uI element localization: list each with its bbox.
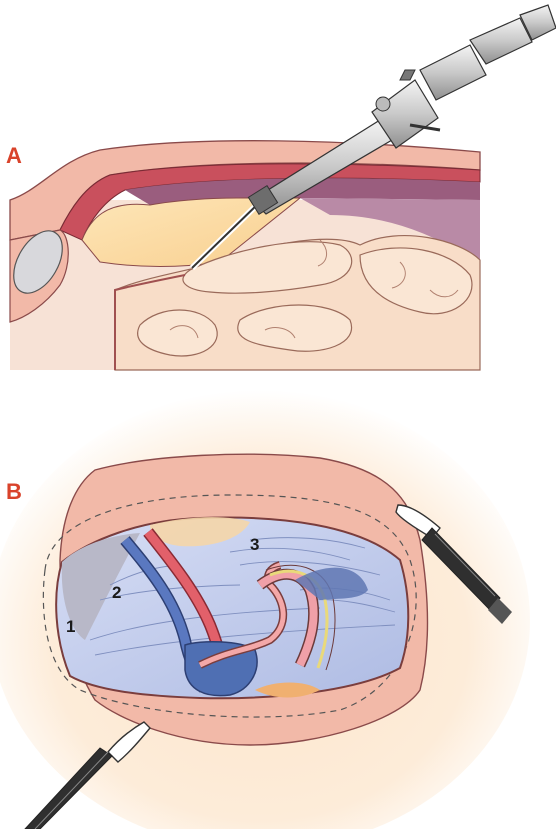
panel-b: B 1 2 3 (0, 390, 530, 829)
panel-a-label: A (6, 143, 22, 168)
panel-b-label: B (6, 479, 22, 504)
panel-a: A (4, 5, 556, 370)
callout-1: 1 (66, 617, 75, 636)
callout-3: 3 (250, 535, 259, 554)
callout-2: 2 (112, 583, 121, 602)
